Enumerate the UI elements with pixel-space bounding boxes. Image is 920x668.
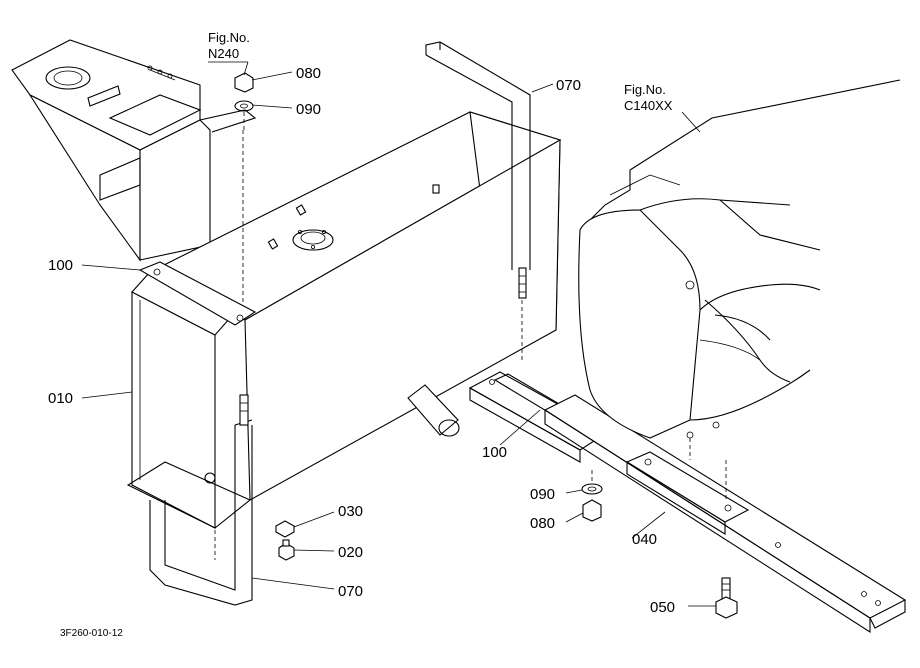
upper-mounting-strap — [425, 41, 531, 360]
callout-020: 020 — [338, 544, 363, 561]
bottom-nut-washer — [581, 470, 603, 522]
lower-strap-hardware — [275, 520, 295, 561]
callout-030: 030 — [338, 503, 363, 520]
callout-070-top: 070 — [556, 77, 581, 94]
callout-050: 050 — [650, 599, 675, 616]
radiator-body — [126, 111, 562, 529]
callout-080-bottom: 080 — [530, 515, 555, 532]
drawing-code: 3F260-010-12 — [60, 628, 123, 639]
fig-c140-title: Fig.No. — [624, 82, 666, 97]
leader-lines — [81, 61, 716, 607]
callout-040: 040 — [632, 531, 657, 548]
top-nut-washer — [234, 72, 254, 130]
engine-block — [578, 79, 901, 460]
callout-090-top: 090 — [296, 101, 321, 118]
frame-bolt — [715, 460, 738, 619]
fig-c140-code: C140XX — [624, 98, 673, 113]
callout-010: 010 — [48, 390, 73, 407]
shroud-bracket — [11, 39, 257, 262]
fig-n240-code: N240 — [208, 46, 239, 61]
callout-100-left: 100 — [48, 257, 73, 274]
fig-n240-title: Fig.No. — [208, 30, 250, 45]
callout-100-bottom: 100 — [482, 444, 507, 461]
lower-mounting-strap — [149, 130, 253, 606]
callout-080-top: 080 — [296, 65, 321, 82]
upper-support-plate — [138, 261, 257, 326]
callout-090-bottom: 090 — [530, 486, 555, 503]
callout-070-bottom: 070 — [338, 583, 363, 600]
